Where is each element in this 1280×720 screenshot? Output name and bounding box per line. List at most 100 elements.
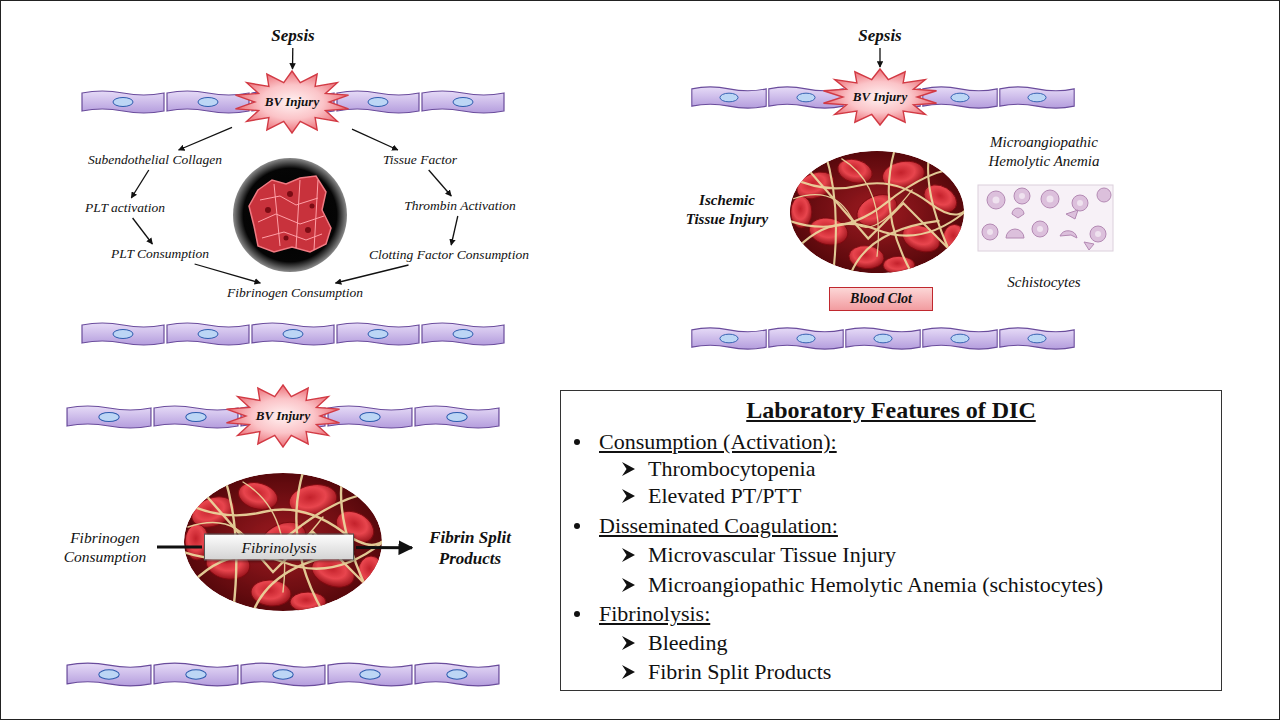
node-text: Clotting Factor Consumption [369, 247, 529, 263]
bullet-dot [574, 523, 580, 529]
injury-starburst: BV Injury [225, 385, 341, 447]
box-title: Laboratory Features of DIC [561, 395, 1221, 425]
connector-arrow [429, 170, 452, 196]
central-pallor [1019, 193, 1025, 199]
smear-background [978, 185, 1113, 251]
schistocyte [1084, 242, 1094, 250]
flow-step: Fibrinogen Consumption [55, 528, 155, 566]
flow-step: Subendothelial Collagen [88, 152, 222, 168]
category-heading: Consumption (Activation): [599, 429, 837, 454]
endothelial-cell [67, 663, 151, 686]
endothelial-cell [422, 323, 504, 345]
endothelial-cell [923, 328, 997, 349]
cell-pallor [987, 193, 1101, 237]
image-caption: Schistocytes [1007, 274, 1080, 291]
bullet-arrow [622, 578, 635, 592]
node-text: Fibrinogen Consumption [55, 528, 155, 566]
flow-step: Fibrin Split Products [414, 527, 526, 569]
clot-mass [249, 176, 331, 252]
clot-texture-line [274, 184, 280, 246]
endothelial-cell [1000, 87, 1074, 108]
list-item: Microvascular Tissue Injury [648, 542, 896, 567]
schistocyte [1012, 208, 1024, 218]
node-text: BV Injury [853, 89, 907, 105]
flow-step: Clotting Factor Consumption [369, 247, 529, 263]
bullet-dot [574, 439, 580, 445]
starburst-outline [823, 69, 936, 125]
node-text: Thrombin Activation [404, 198, 515, 214]
bullet-arrow [622, 665, 635, 679]
central-pallor [1077, 200, 1083, 206]
clot-image [789, 150, 974, 274]
connector-arrow [157, 546, 202, 549]
endothelial-cell [241, 663, 325, 686]
starburst-outline [226, 385, 339, 447]
central-pallor [1047, 196, 1054, 203]
endothelial-cell [82, 323, 164, 345]
node-text: Sepsis [271, 26, 314, 46]
schistocyte [1060, 231, 1077, 238]
endothelial-cell [415, 663, 499, 686]
clot-image [183, 472, 393, 612]
rbc [1041, 190, 1059, 208]
category-heading: Fibrinolysis: [599, 601, 710, 626]
clot-texture-line [260, 196, 318, 205]
bullet-arrow [622, 462, 635, 476]
clot-dot [305, 227, 311, 233]
vessel-wall [692, 328, 1074, 349]
list-item: Thrombocytopenia [648, 456, 815, 481]
clot-image-background [233, 158, 347, 272]
endothelial-cell [154, 663, 238, 686]
node-text: Fibrinolysis [242, 538, 317, 556]
connector-arrow [195, 264, 261, 283]
endothelial-cell [692, 328, 766, 349]
vessel-wall [67, 663, 499, 686]
flow-step: PLT Consumption [111, 246, 209, 262]
node-text: Fibrinogen Consumption [227, 285, 363, 301]
starburst-outline [235, 71, 348, 133]
endothelial-cell [692, 87, 766, 108]
annotation-label: Microangiopathic Hemolytic Anemia [969, 133, 1119, 171]
node-text: Subendothelial Collagen [88, 152, 222, 168]
endothelial-cell [337, 323, 419, 345]
endothelial-cell [67, 406, 151, 428]
list-item: Fibrin Split Products [648, 659, 831, 684]
category-heading: Disseminated Coagulation: [599, 513, 838, 538]
connector-arrow [352, 129, 398, 150]
endothelial-cell [769, 328, 843, 349]
rbc [982, 224, 998, 240]
central-pallor [993, 197, 1000, 204]
node-text: BV Injury [256, 408, 310, 424]
connector-arrow [879, 48, 880, 67]
connector-arrow [451, 216, 458, 245]
endothelial-cell [252, 323, 334, 345]
clot-image [233, 158, 347, 272]
rbc [1090, 226, 1106, 242]
annotation-label: Ischemic Tissue Injury [685, 191, 769, 229]
list-item: Bleeding [648, 630, 727, 655]
endothelial-cell [415, 406, 499, 428]
central-pallor [1095, 231, 1101, 237]
clot-texture-line [314, 180, 318, 250]
connector-arrow [131, 170, 149, 198]
bullet-arrow [622, 548, 635, 562]
schistocyte [1006, 229, 1024, 238]
endothelial-cell [1000, 328, 1074, 349]
rbc [1097, 188, 1111, 202]
connector-arrow [336, 265, 409, 283]
connector-arrow [133, 218, 153, 244]
clot-texture-line [262, 232, 322, 240]
clot-texture [265, 191, 315, 241]
blood-smear-image [978, 185, 1113, 251]
connector-arrow [292, 48, 294, 69]
endothelial-cell [167, 91, 249, 113]
process-box: Fibrinolysis [204, 534, 354, 561]
clot-dot [287, 191, 293, 197]
node-text: Blood Clot [850, 291, 912, 307]
central-pallor [1037, 226, 1043, 232]
lab-features-box: Laboratory Features of DIC Consumption (A… [560, 390, 1222, 691]
node-text: BV Injury [265, 94, 319, 110]
node-text: PLT activation [85, 200, 165, 216]
